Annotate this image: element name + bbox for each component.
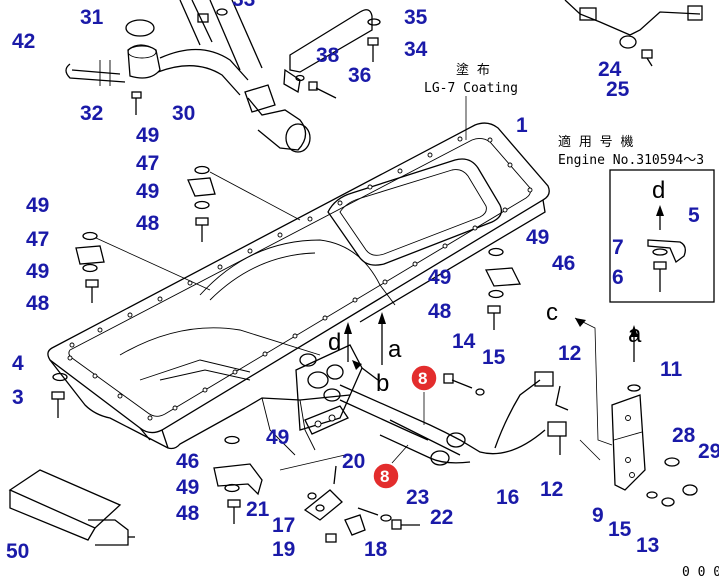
part-label-46b: 46	[176, 450, 199, 473]
part-label-48a: 48	[136, 212, 160, 235]
part-label-4: 4	[12, 352, 24, 375]
part-label-28: 28	[672, 424, 696, 447]
part-label-49d: 49	[26, 260, 49, 283]
part-label-35: 35	[404, 6, 428, 29]
part-label-48c: 48	[428, 300, 452, 323]
part-label-15a: 15	[482, 346, 506, 369]
part-label-1: 1	[516, 114, 528, 137]
part-label-9: 9	[592, 504, 604, 527]
part-label-6: 6	[612, 266, 624, 289]
part-label-20: 20	[342, 450, 365, 473]
bottom-hardware	[8, 435, 420, 546]
part-label-42: 42	[12, 30, 35, 53]
oil-pan	[47, 122, 550, 456]
part-label-5: 5	[688, 204, 700, 227]
part-label-13: 13	[636, 534, 659, 557]
view-letter-d-detail: d	[652, 177, 665, 204]
part-label-11: 11	[660, 358, 683, 381]
notes: 塗 布 LG-7 Coating 適 用 号 機 Engine No.31059…	[424, 62, 719, 578]
part-label-23: 23	[406, 486, 429, 509]
engine-number-note: Engine No.310594～3	[558, 153, 704, 168]
part-label-49f: 49	[428, 266, 451, 289]
part-label-24: 24	[598, 58, 622, 81]
view-arrows: d a b c a d	[328, 177, 665, 397]
suction-pipe-assembly	[65, 0, 381, 153]
highlight-callout-lower[interactable]: 8	[372, 462, 400, 490]
part-label-15b: 15	[608, 518, 632, 541]
part-label-7: 7	[612, 236, 624, 259]
part-label-32: 32	[80, 102, 103, 125]
svg-text:8: 8	[418, 369, 427, 388]
part-label-17: 17	[272, 514, 295, 537]
part-label-49h: 49	[176, 476, 199, 499]
part-label-49g: 49	[266, 426, 289, 449]
part-label-30: 30	[172, 102, 195, 125]
part-label-21: 21	[246, 498, 270, 521]
part-label-25: 25	[606, 78, 630, 101]
left-hardware	[51, 165, 301, 418]
part-label-16: 16	[496, 486, 519, 509]
coating-note-jp: 塗 布	[456, 62, 490, 78]
part-label-49e: 49	[526, 226, 549, 249]
part-label-38: 38	[316, 44, 340, 67]
part-labels: 31 42 32 30 33 35 34 38 36 1 24 25 49 47…	[6, 0, 719, 563]
coating-note: LG-7 Coating	[424, 81, 518, 96]
detail-box-view-d	[609, 169, 715, 303]
part-label-47a: 47	[136, 152, 159, 175]
sensor-harness	[564, 0, 703, 67]
footer-code: 0 0 0	[682, 565, 719, 578]
part-label-48b: 48	[26, 292, 50, 315]
view-letter-d: d	[328, 329, 341, 356]
part-label-49b: 49	[136, 180, 159, 203]
part-label-12b: 12	[540, 478, 563, 501]
part-label-22: 22	[430, 506, 453, 529]
part-label-33: 33	[232, 0, 255, 11]
part-label-34: 34	[404, 38, 428, 61]
view-letter-a-detail: a	[628, 321, 642, 348]
view-letter-c: c	[546, 299, 558, 326]
part-label-14: 14	[452, 330, 476, 353]
part-label-50: 50	[6, 540, 29, 563]
part-label-46a: 46	[552, 252, 575, 275]
flange-bolt-holes	[67, 136, 533, 421]
part-label-29: 29	[698, 440, 719, 463]
part-label-31: 31	[80, 6, 104, 29]
part-label-12a: 12	[558, 342, 581, 365]
part-label-36: 36	[348, 64, 371, 87]
svg-text:8: 8	[380, 467, 389, 486]
part-label-19: 19	[272, 538, 295, 561]
part-label-48d: 48	[176, 502, 200, 525]
part-label-18: 18	[364, 538, 388, 561]
applicable-note-jp: 適 用 号 機	[558, 134, 633, 150]
part-label-49c: 49	[26, 194, 49, 217]
part-label-3: 3	[12, 386, 24, 409]
highlight-callout-upper[interactable]: 8	[410, 364, 438, 392]
view-letter-a: a	[388, 336, 402, 363]
right-hardware	[339, 247, 698, 507]
part-label-49a: 49	[136, 124, 159, 147]
part-label-47b: 47	[26, 228, 49, 251]
view-letter-b: b	[376, 370, 389, 397]
